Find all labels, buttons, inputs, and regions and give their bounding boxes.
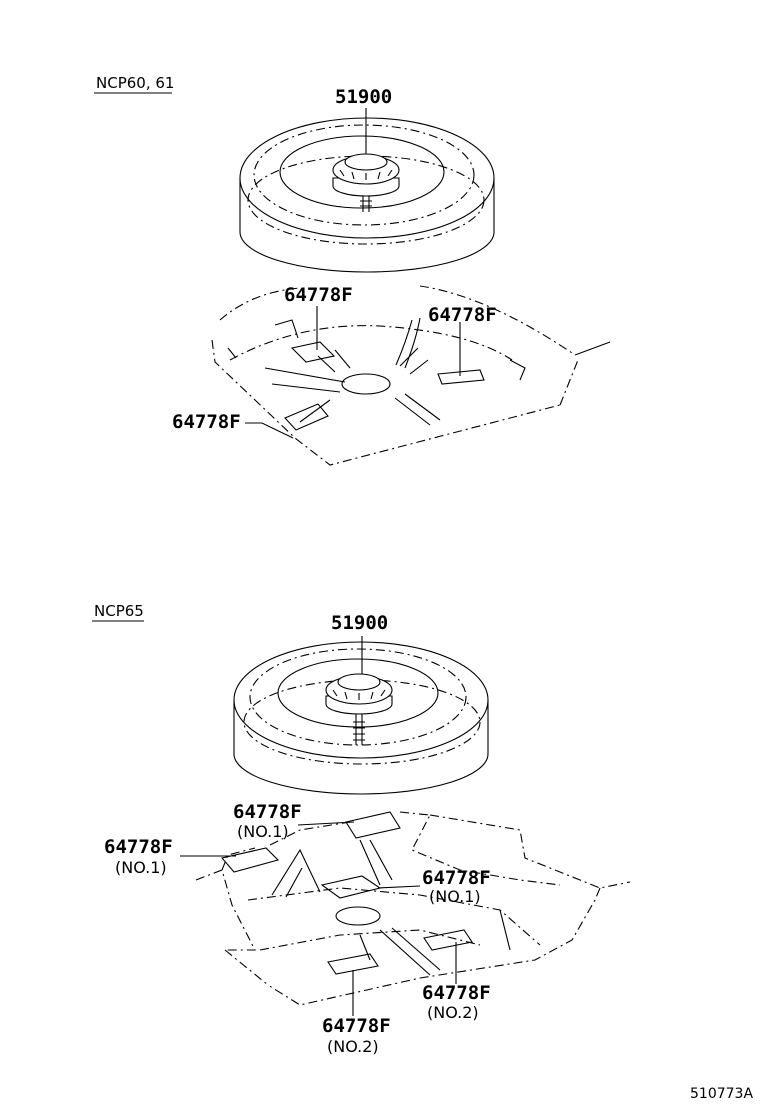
cushion-pads-top [274, 319, 485, 431]
variant-label-top: NCP60, 61 [96, 74, 174, 92]
label-64778f-no2-bottom: 64778F [322, 1015, 391, 1037]
hold-down-nut-bottom [325, 673, 393, 745]
floor-tray-bottom [195, 811, 631, 1006]
label-64778f-no1-upper: 64778F [233, 801, 302, 823]
label-51900-bottom: 51900 [331, 612, 388, 634]
leader-64778f-no1-upper [297, 821, 355, 826]
cushion-pads-bottom [220, 811, 473, 975]
label-64778f-no1-right: 64778F [422, 867, 491, 889]
label-51900-top: 51900 [335, 86, 392, 108]
variant-label-bottom: NCP65 [94, 602, 144, 620]
label-64778f-no1-left: 64778F [104, 836, 173, 858]
sublabel-no2-right: (NO.2) [427, 1003, 479, 1022]
label-64778f-top-2: 64778F [428, 304, 497, 326]
hold-down-nut-top [332, 153, 400, 212]
label-64778f-top-1: 64778F [284, 284, 353, 306]
variant-top: NCP60, 61 51900 [94, 74, 611, 466]
label-64778f-no2-right: 64778F [422, 982, 491, 1004]
spare-tire-top [239, 117, 495, 273]
leader-64778f-no1-right [377, 885, 421, 889]
illustration-code: 510773A [690, 1086, 753, 1102]
sublabel-no1-upper: (NO.1) [237, 822, 289, 841]
variant-bottom: NCP65 51900 [92, 602, 631, 1056]
label-64778f-top-3: 64778F [172, 411, 241, 433]
sublabel-no1-left: (NO.1) [115, 858, 167, 877]
sublabel-no2-bottom: (NO.2) [327, 1037, 379, 1056]
tire-well-top [211, 285, 611, 466]
sublabel-no1-right: (NO.1) [429, 887, 481, 906]
leader-64778f-top-3 [245, 422, 294, 439]
spare-tire-bottom [233, 641, 489, 795]
